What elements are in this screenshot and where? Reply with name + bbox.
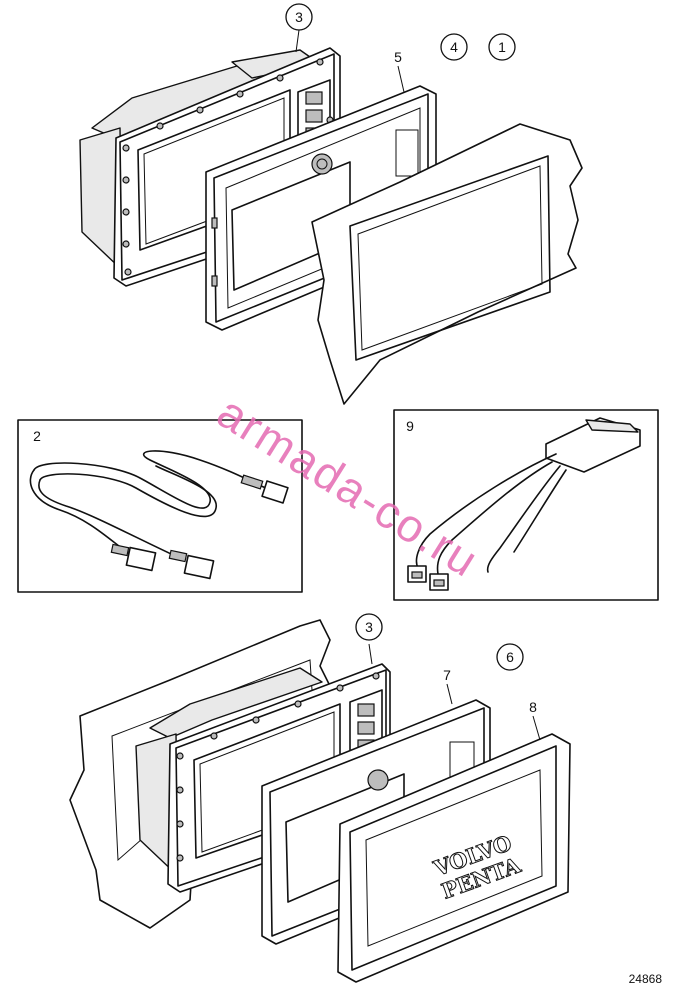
- callout-4: 4: [440, 33, 468, 61]
- bottom-assembly: [69, 619, 571, 983]
- callout-1: 1: [488, 33, 516, 61]
- figure-number: 24868: [629, 972, 663, 986]
- callout-3-top-label: 3: [295, 9, 303, 25]
- callout-7-label: 7: [443, 667, 451, 683]
- callout-3-bottom: 3: [355, 613, 383, 641]
- callout-8-label: 8: [529, 699, 537, 715]
- callout-9-label: 9: [406, 418, 414, 434]
- callout-5-label: 5: [394, 49, 402, 65]
- cable-box-9: [393, 409, 659, 601]
- mounting-panel-top: [311, 123, 583, 405]
- protective-cover: [337, 733, 571, 983]
- callout-4-label: 4: [450, 39, 458, 55]
- callout-3-top: 3: [285, 3, 313, 31]
- watermark-text: armada-co.ru: [209, 386, 489, 588]
- callout-3-bottom-label: 3: [365, 619, 373, 635]
- callout-2-label: 2: [33, 428, 41, 444]
- cable-box-2: [17, 419, 303, 593]
- callout-6-label: 6: [506, 649, 514, 665]
- top-assembly: [79, 29, 583, 405]
- callout-1-label: 1: [498, 39, 506, 55]
- callout-6: 6: [496, 643, 524, 671]
